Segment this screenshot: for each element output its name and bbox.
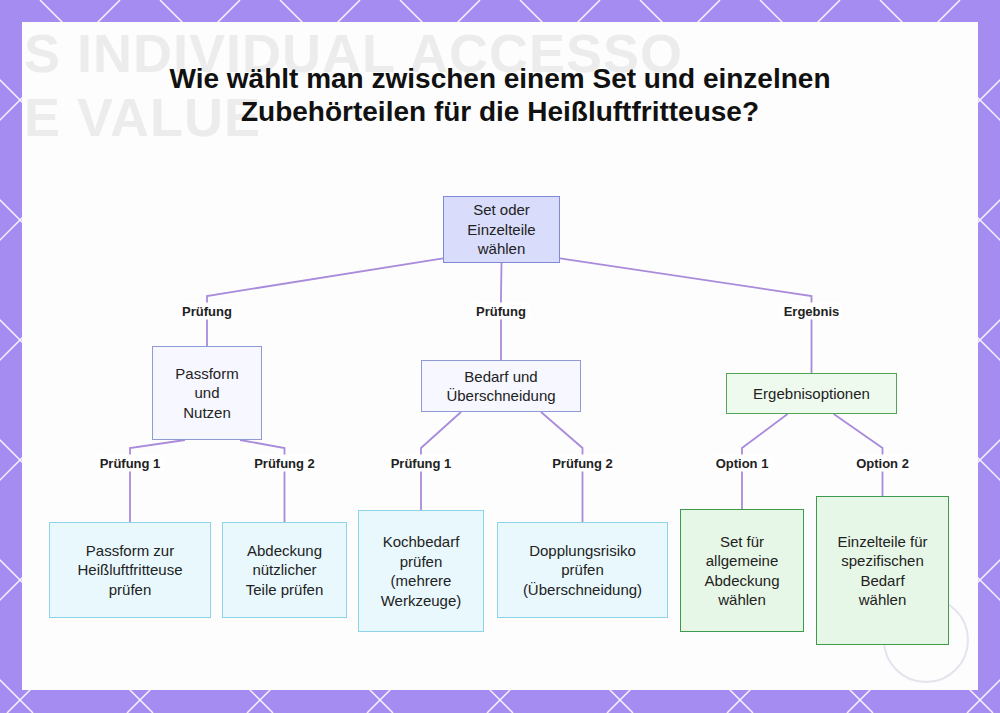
edge-label: Ergebnis [781,303,843,320]
process-box: Einzelteile für spezifischen Bedarf wähl… [816,496,949,645]
process-box: Kochbedarf prüfen (mehrere Werkzeuge) [358,510,484,632]
process-box: Ergebnisoptionen [726,373,897,414]
watermark-text: E VALUE [24,86,261,148]
process-box: Passform zur Heißluftfritteuse prüfen [49,522,211,618]
edge-label: Option 1 [713,455,772,472]
edge-label: Prüfung 1 [97,455,164,472]
edge-label: Prüfung 2 [549,455,616,472]
box-text: Einzelteile für spezifischen Bedarf wähl… [837,532,928,610]
box-text: Passform und Nutzen [173,364,241,423]
process-box: Bedarf und Überschneidung [421,360,581,412]
process-box: Set für allgemeine Abdeckung wählen [680,509,804,632]
edge-label: Prüfung [179,303,235,320]
connector-line [130,440,185,522]
box-text: Abdeckung nützlicher Teile prüfen [241,541,328,600]
card-background [22,22,978,690]
process-box: Abdeckung nützlicher Teile prüfen [222,522,347,618]
box-text: Set für allgemeine Abdeckung wählen [699,532,785,610]
process-box: Set oder Einzelteile wählen [443,196,560,263]
box-text: Set oder Einzelteile wählen [456,200,547,259]
connector-line [560,258,812,373]
box-text: Dopplungsrisiko prüfen (Überschneidung) [516,541,649,600]
box-text: Ergebnisoptionen [753,384,870,404]
box-text: Kochbedarf prüfen (mehrere Werkzeuge) [375,532,467,610]
edge-label: Prüfung 1 [388,455,455,472]
diagram-title: Wie wählt man zwischen einem Set und ein… [150,62,850,128]
edge-label: Prüfung [473,303,529,320]
edge-label: Prüfung 2 [251,455,318,472]
connector-line [207,258,443,346]
edge-label: Option 2 [853,455,912,472]
box-text: Passform zur Heißluftfritteuse prüfen [66,541,194,600]
process-box: Dopplungsrisiko prüfen (Überschneidung) [497,522,668,618]
connector-line [240,440,285,522]
box-text: Bedarf und Überschneidung [434,367,568,406]
process-box: Passform und Nutzen [152,346,262,440]
